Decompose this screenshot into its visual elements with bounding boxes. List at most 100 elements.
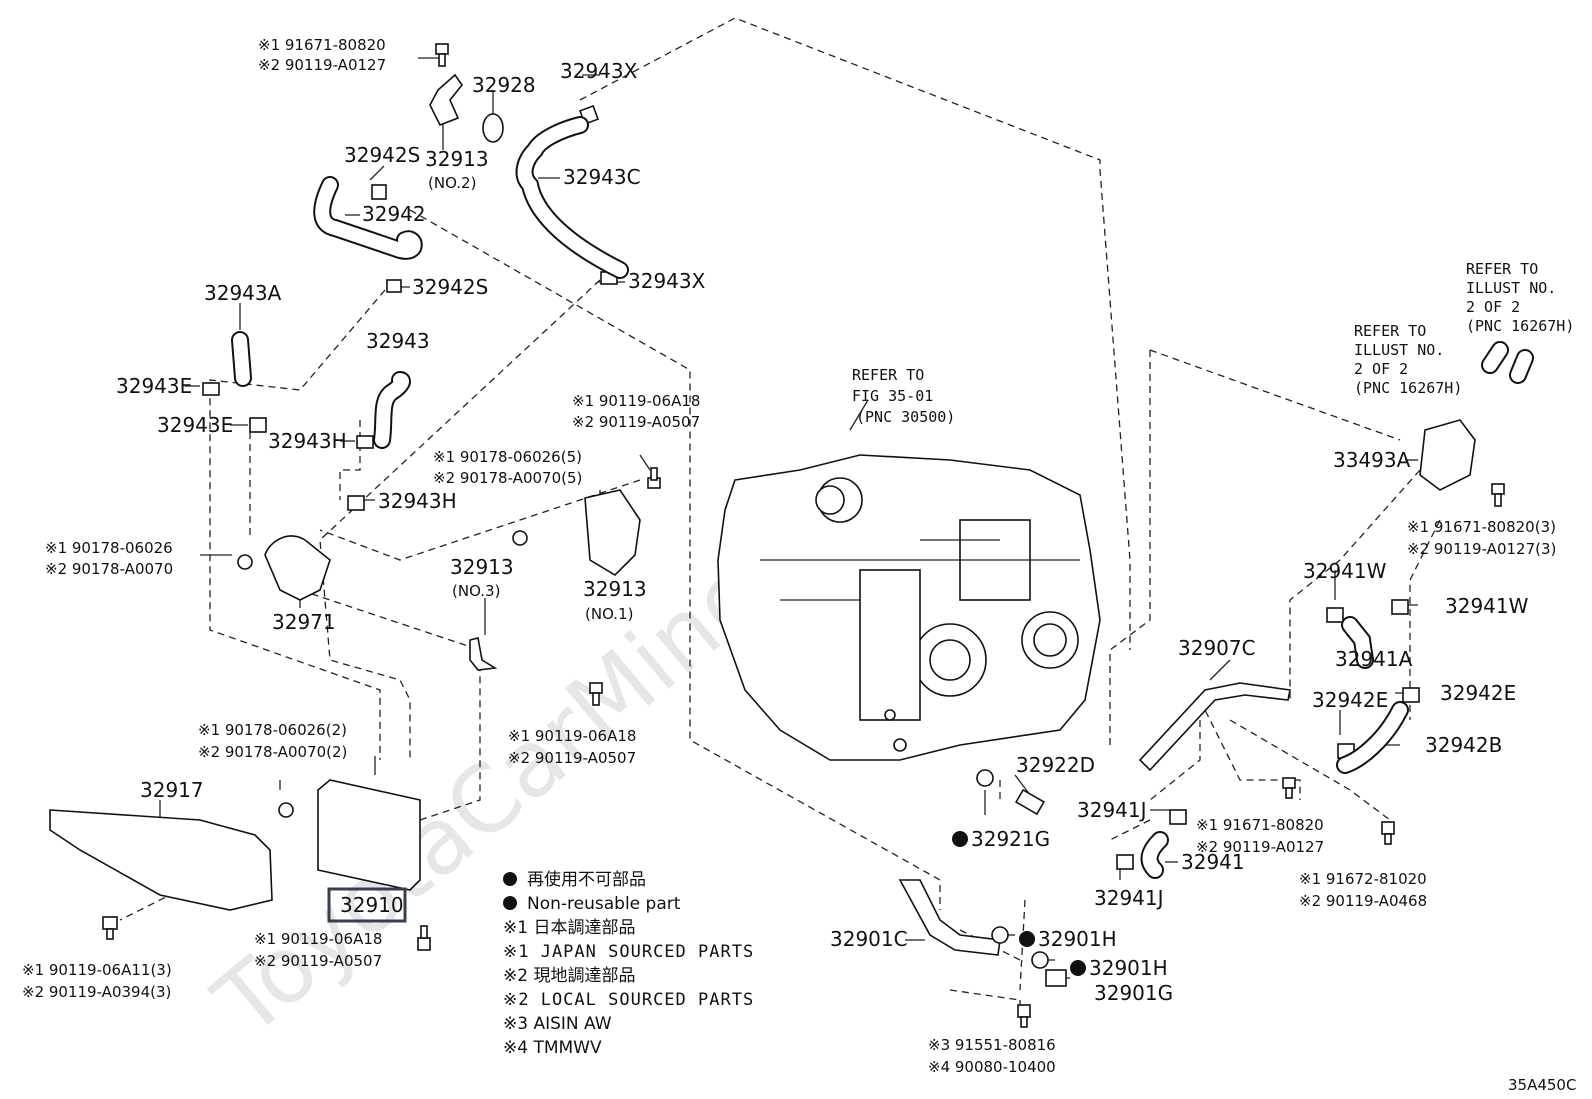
highlight-box-32910	[327, 887, 407, 923]
label-32901H-b: 32901H	[1089, 956, 1168, 980]
hose-32942B	[1336, 701, 1409, 774]
ref-text: ※1 90119-06A18	[254, 930, 382, 948]
ref-text: ※1 91671-80820(3)	[1407, 518, 1556, 536]
label-no2: (NO.2)	[428, 174, 476, 192]
refer-fig-note: (PNC 30500)	[856, 408, 955, 426]
ref-text: ※1 90178-06026(2)	[198, 721, 347, 739]
label-32943X-mid: 32943X	[628, 269, 706, 293]
label-32942B: 32942B	[1425, 733, 1502, 757]
bolt-icon	[1381, 821, 1395, 845]
label-no3: (NO.3)	[452, 582, 500, 600]
non-reusable-marker	[952, 831, 968, 847]
bracket-32913-no3	[469, 637, 498, 671]
parts-drawings	[49, 43, 1534, 1028]
union-32901G	[1045, 969, 1067, 987]
ref-text: ※1 90119-06A18	[508, 727, 636, 745]
label-32943E-a: 32943E	[116, 374, 192, 398]
legend-line: 再使用不可部品	[527, 869, 646, 890]
hose-32943A	[231, 331, 252, 387]
bolt-icon	[1017, 1004, 1031, 1028]
refer-fig-note: FIG 35-01	[852, 387, 933, 405]
hose-clamp-icon	[1326, 607, 1344, 623]
bracket-32913-no2	[429, 73, 463, 127]
refer-fig-note: REFER TO	[852, 366, 924, 384]
refer-illust-note: ILLUST NO.	[1466, 279, 1556, 297]
label-32913-no2: 32913	[425, 147, 489, 171]
legend-line: ※1 日本調達部品	[503, 918, 635, 938]
pipe-32901C	[898, 879, 1001, 956]
ref-text: ※2 90119-A0507	[508, 749, 636, 767]
ref-text: ※1 90178-06026	[45, 539, 173, 557]
legend-line: ※3 AISIN AW	[503, 1014, 612, 1034]
hose-32943	[373, 371, 411, 449]
label-32943H-b: 32943H	[378, 489, 457, 513]
bolt-icon	[435, 43, 449, 67]
label-32941: 32941	[1181, 850, 1245, 874]
label-32943C: 32943C	[563, 165, 641, 189]
label-32921G: 32921G	[971, 827, 1050, 851]
pipe-32907C	[1138, 682, 1291, 772]
label-32910[interactable]: 32910	[340, 893, 404, 917]
nut-icon	[237, 554, 253, 570]
bolt-icon	[417, 925, 431, 951]
label-32907C: 32907C	[1178, 636, 1256, 660]
hose-clamp-icon	[1391, 599, 1409, 615]
ref-text: ※1 91672-81020	[1299, 870, 1427, 888]
non-reusable-bullet-icon	[503, 872, 517, 886]
label-32941J-a: 32941J	[1077, 798, 1147, 822]
bolt-icon	[647, 467, 661, 489]
refer-illust-note: (PNC 16267H)	[1354, 379, 1462, 397]
ref-text: ※2 90178-A0070	[45, 560, 173, 578]
label-no1: (NO.1)	[585, 605, 633, 623]
hose-32941	[1140, 831, 1169, 879]
ref-text: ※2 90119-A0507	[572, 413, 700, 431]
label-32942E-a: 32942E	[1312, 688, 1388, 712]
valve-33493A	[1419, 419, 1476, 491]
hose-clamp-icon	[1169, 809, 1187, 825]
label-32943X-top: 32943X	[560, 59, 638, 83]
legend-line: ※1 JAPAN SOURCED PARTS	[503, 942, 754, 962]
hose-clamp-icon	[386, 279, 402, 293]
label-32941W-b: 32941W	[1445, 594, 1529, 618]
label-32971: 32971	[272, 610, 336, 634]
refer-illust-note: 2 OF 2	[1466, 298, 1520, 316]
hose-clamp-icon	[356, 435, 374, 449]
label-32928: 32928	[472, 73, 536, 97]
part-labels: 32928 32943X 32913 (NO.2) 32942S 32943C …	[116, 59, 1529, 1005]
dashed-leader-lines	[119, 17, 1441, 1001]
hose-32941A	[1341, 616, 1374, 669]
label-32943E-b: 32943E	[157, 413, 233, 437]
ref-text: ※1 90178-06026(5)	[433, 448, 582, 466]
refer-illust-note: ILLUST NO.	[1354, 341, 1444, 359]
ref-text: ※4 90080-10400	[928, 1058, 1056, 1076]
legend: 再使用不可部品 Non-reusable part ※1 日本調達部品 ※1 J…	[503, 869, 754, 1058]
ref-text: ※2 90178-A0070(5)	[433, 469, 582, 487]
transmission-assembly	[717, 454, 1101, 761]
refer-illust-note: 2 OF 2	[1354, 360, 1408, 378]
hose-clamp-icon	[1402, 687, 1420, 703]
label-32901H-a: 32901H	[1038, 927, 1117, 951]
bolt-icon	[102, 916, 118, 940]
oil-cooler-32910	[317, 779, 421, 891]
figure-code: 35A450C	[1508, 1076, 1576, 1094]
air-duct-32917	[49, 809, 273, 911]
hose-clamp-icon	[202, 382, 220, 396]
label-33493A: 33493A	[1333, 448, 1411, 472]
gasket-32921G	[976, 769, 994, 787]
label-32913-no3: 32913	[450, 555, 514, 579]
label-32943A: 32943A	[204, 281, 282, 305]
legend-line: ※4 TMMWV	[503, 1038, 602, 1058]
label-32943: 32943	[366, 329, 430, 353]
label-32943H-a: 32943H	[268, 429, 347, 453]
hose-clamp-icon	[249, 417, 267, 433]
label-32917: 32917	[140, 778, 204, 802]
ref-text: ※2 90119-A0507	[254, 952, 382, 970]
gasket-32901H-a	[991, 926, 1009, 944]
bolt-icon	[1282, 777, 1296, 799]
union-32922D	[1015, 788, 1045, 816]
valve-32971	[264, 535, 331, 601]
non-reusable-marker	[1019, 931, 1035, 947]
ref-text: ※2 90119-A0127	[1196, 838, 1324, 856]
label-32942: 32942	[362, 202, 426, 226]
hose-ends-right	[1481, 341, 1534, 384]
